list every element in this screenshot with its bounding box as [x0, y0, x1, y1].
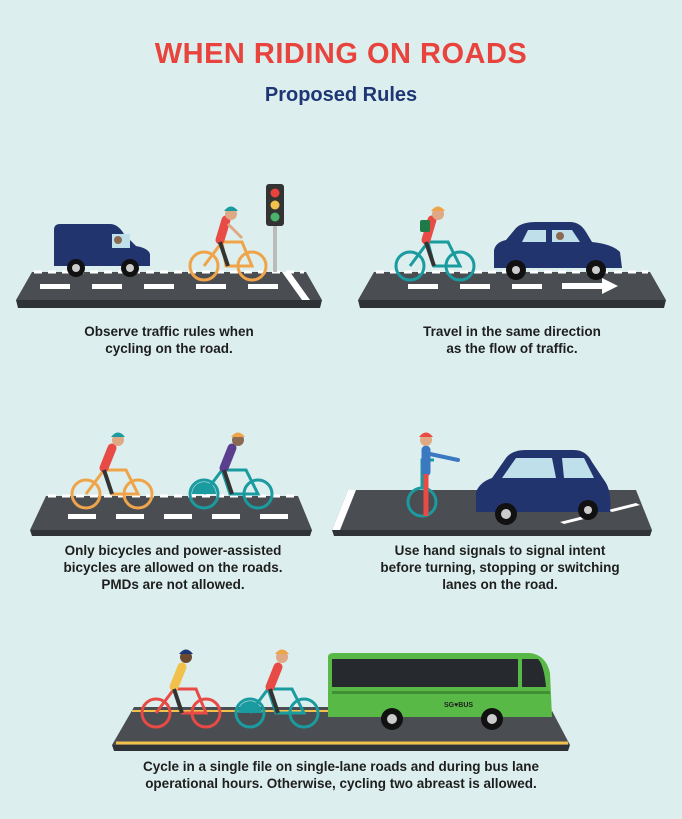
cyclist-icon [394, 206, 476, 282]
rule-5-illustration: SG♥BUS [110, 645, 572, 753]
rule-5-caption: Cycle in a single file on single-lane ro… [142, 759, 540, 791]
traffic-light-icon [266, 184, 284, 272]
bus-icon: SG♥BUS [328, 653, 552, 730]
rule-2-illustration [356, 180, 668, 320]
bus-logo: SG♥BUS [444, 702, 473, 709]
van-icon [54, 224, 150, 277]
bicycle-cyclist-icon [70, 432, 154, 510]
page-subtitle: Proposed Rules [264, 84, 418, 106]
car-icon [494, 222, 622, 280]
power-assisted-bicycle-icon [188, 432, 274, 510]
rule-4-illustration [330, 420, 654, 540]
cyclist-icon [140, 649, 222, 729]
car-icon [476, 450, 611, 525]
lane-markings [68, 514, 288, 519]
rule-3-illustration [28, 420, 314, 540]
power-assisted-bicycle-icon [234, 649, 320, 729]
cyclist-hand-signal-icon [406, 432, 460, 518]
arrow-right-icon [562, 278, 618, 294]
cyclist-icon [188, 206, 268, 282]
stop-line [282, 272, 310, 300]
rule-1-illustration [14, 180, 324, 320]
page-title: WHEN RIDING ON ROADS [154, 38, 528, 70]
road [30, 496, 312, 530]
lane-markings [40, 284, 278, 289]
lane-markings [408, 284, 542, 289]
